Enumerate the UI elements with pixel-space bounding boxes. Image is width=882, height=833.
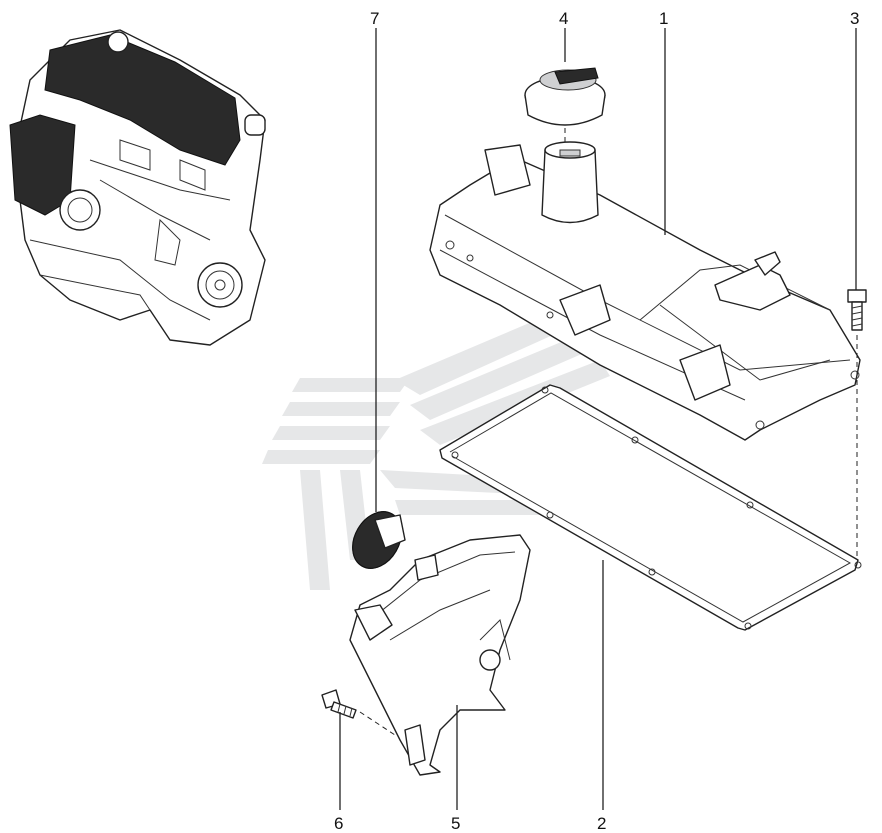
seal-ring (352, 511, 406, 569)
callout-4: 4 (559, 9, 568, 28)
cover-bolt-small (321, 689, 357, 719)
oil-filler-cap (524, 67, 606, 126)
callout-1: 1 (659, 9, 668, 28)
callout-5: 5 (451, 814, 460, 833)
leader-lines (339, 28, 857, 810)
cover-bolt (847, 289, 867, 331)
small-bolt-guide-line (359, 711, 396, 736)
timing-belt-cover (349, 534, 531, 776)
engine-assembly-illustration (9, 29, 266, 346)
callout-7: 7 (370, 9, 379, 28)
valve-cover (429, 141, 861, 441)
callout-6: 6 (334, 814, 343, 833)
callout-3: 3 (850, 9, 859, 28)
callout-2: 2 (597, 814, 606, 833)
callout-labels: 1 2 3 4 5 6 7 (334, 9, 859, 833)
valve-cover-gasket (439, 384, 862, 631)
